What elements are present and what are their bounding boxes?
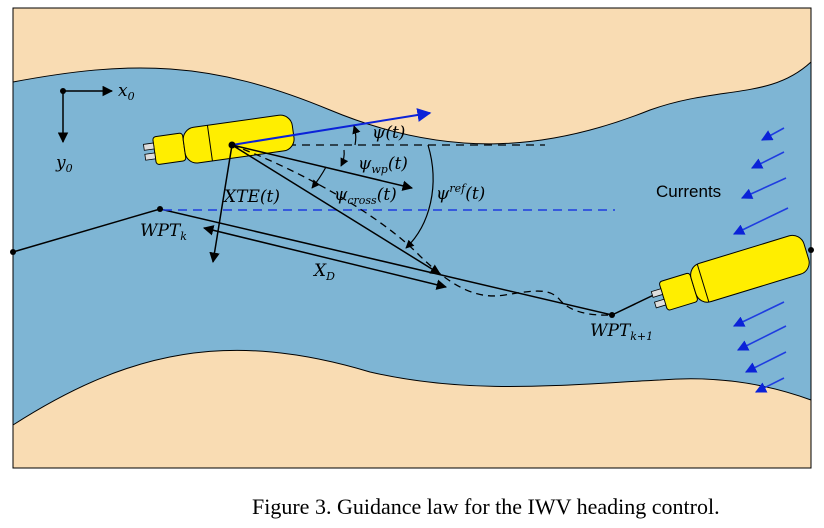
- psi-arc: [352, 125, 361, 146]
- vehicle-main: [143, 114, 295, 165]
- xd-dimension: [202, 225, 448, 290]
- psi-ref-label: ψref(t): [436, 182, 485, 204]
- psi-cross-arc: [311, 166, 327, 189]
- wpt-k-label: WPTk: [140, 221, 187, 243]
- waypoint-k: [157, 206, 163, 212]
- psi-wp-arc: [340, 149, 349, 167]
- y0-label: y0: [55, 153, 73, 175]
- predicted-trajectory: [231, 144, 613, 316]
- wpt-k1-label: WPTk+1: [590, 321, 653, 343]
- waypoint-k1: [609, 312, 615, 318]
- reference-axes: x0 y0: [55, 81, 135, 175]
- x0-label: x0: [118, 81, 135, 103]
- xd-label: XD: [312, 261, 335, 283]
- psi-wp-label: ψwp(t): [358, 154, 408, 176]
- psi-cross-label: ψcross(t): [334, 185, 397, 207]
- figure-caption: Figure 3. Guidance law for the IWV headi…: [252, 494, 720, 519]
- psi-label: ψ(t): [372, 123, 405, 143]
- currents-label: Currents: [656, 182, 721, 201]
- heading-vector: [231, 108, 432, 146]
- vehicle-secondary: [650, 234, 810, 311]
- xte-label: XTE(t): [222, 187, 280, 207]
- current-arrows: [732, 127, 789, 393]
